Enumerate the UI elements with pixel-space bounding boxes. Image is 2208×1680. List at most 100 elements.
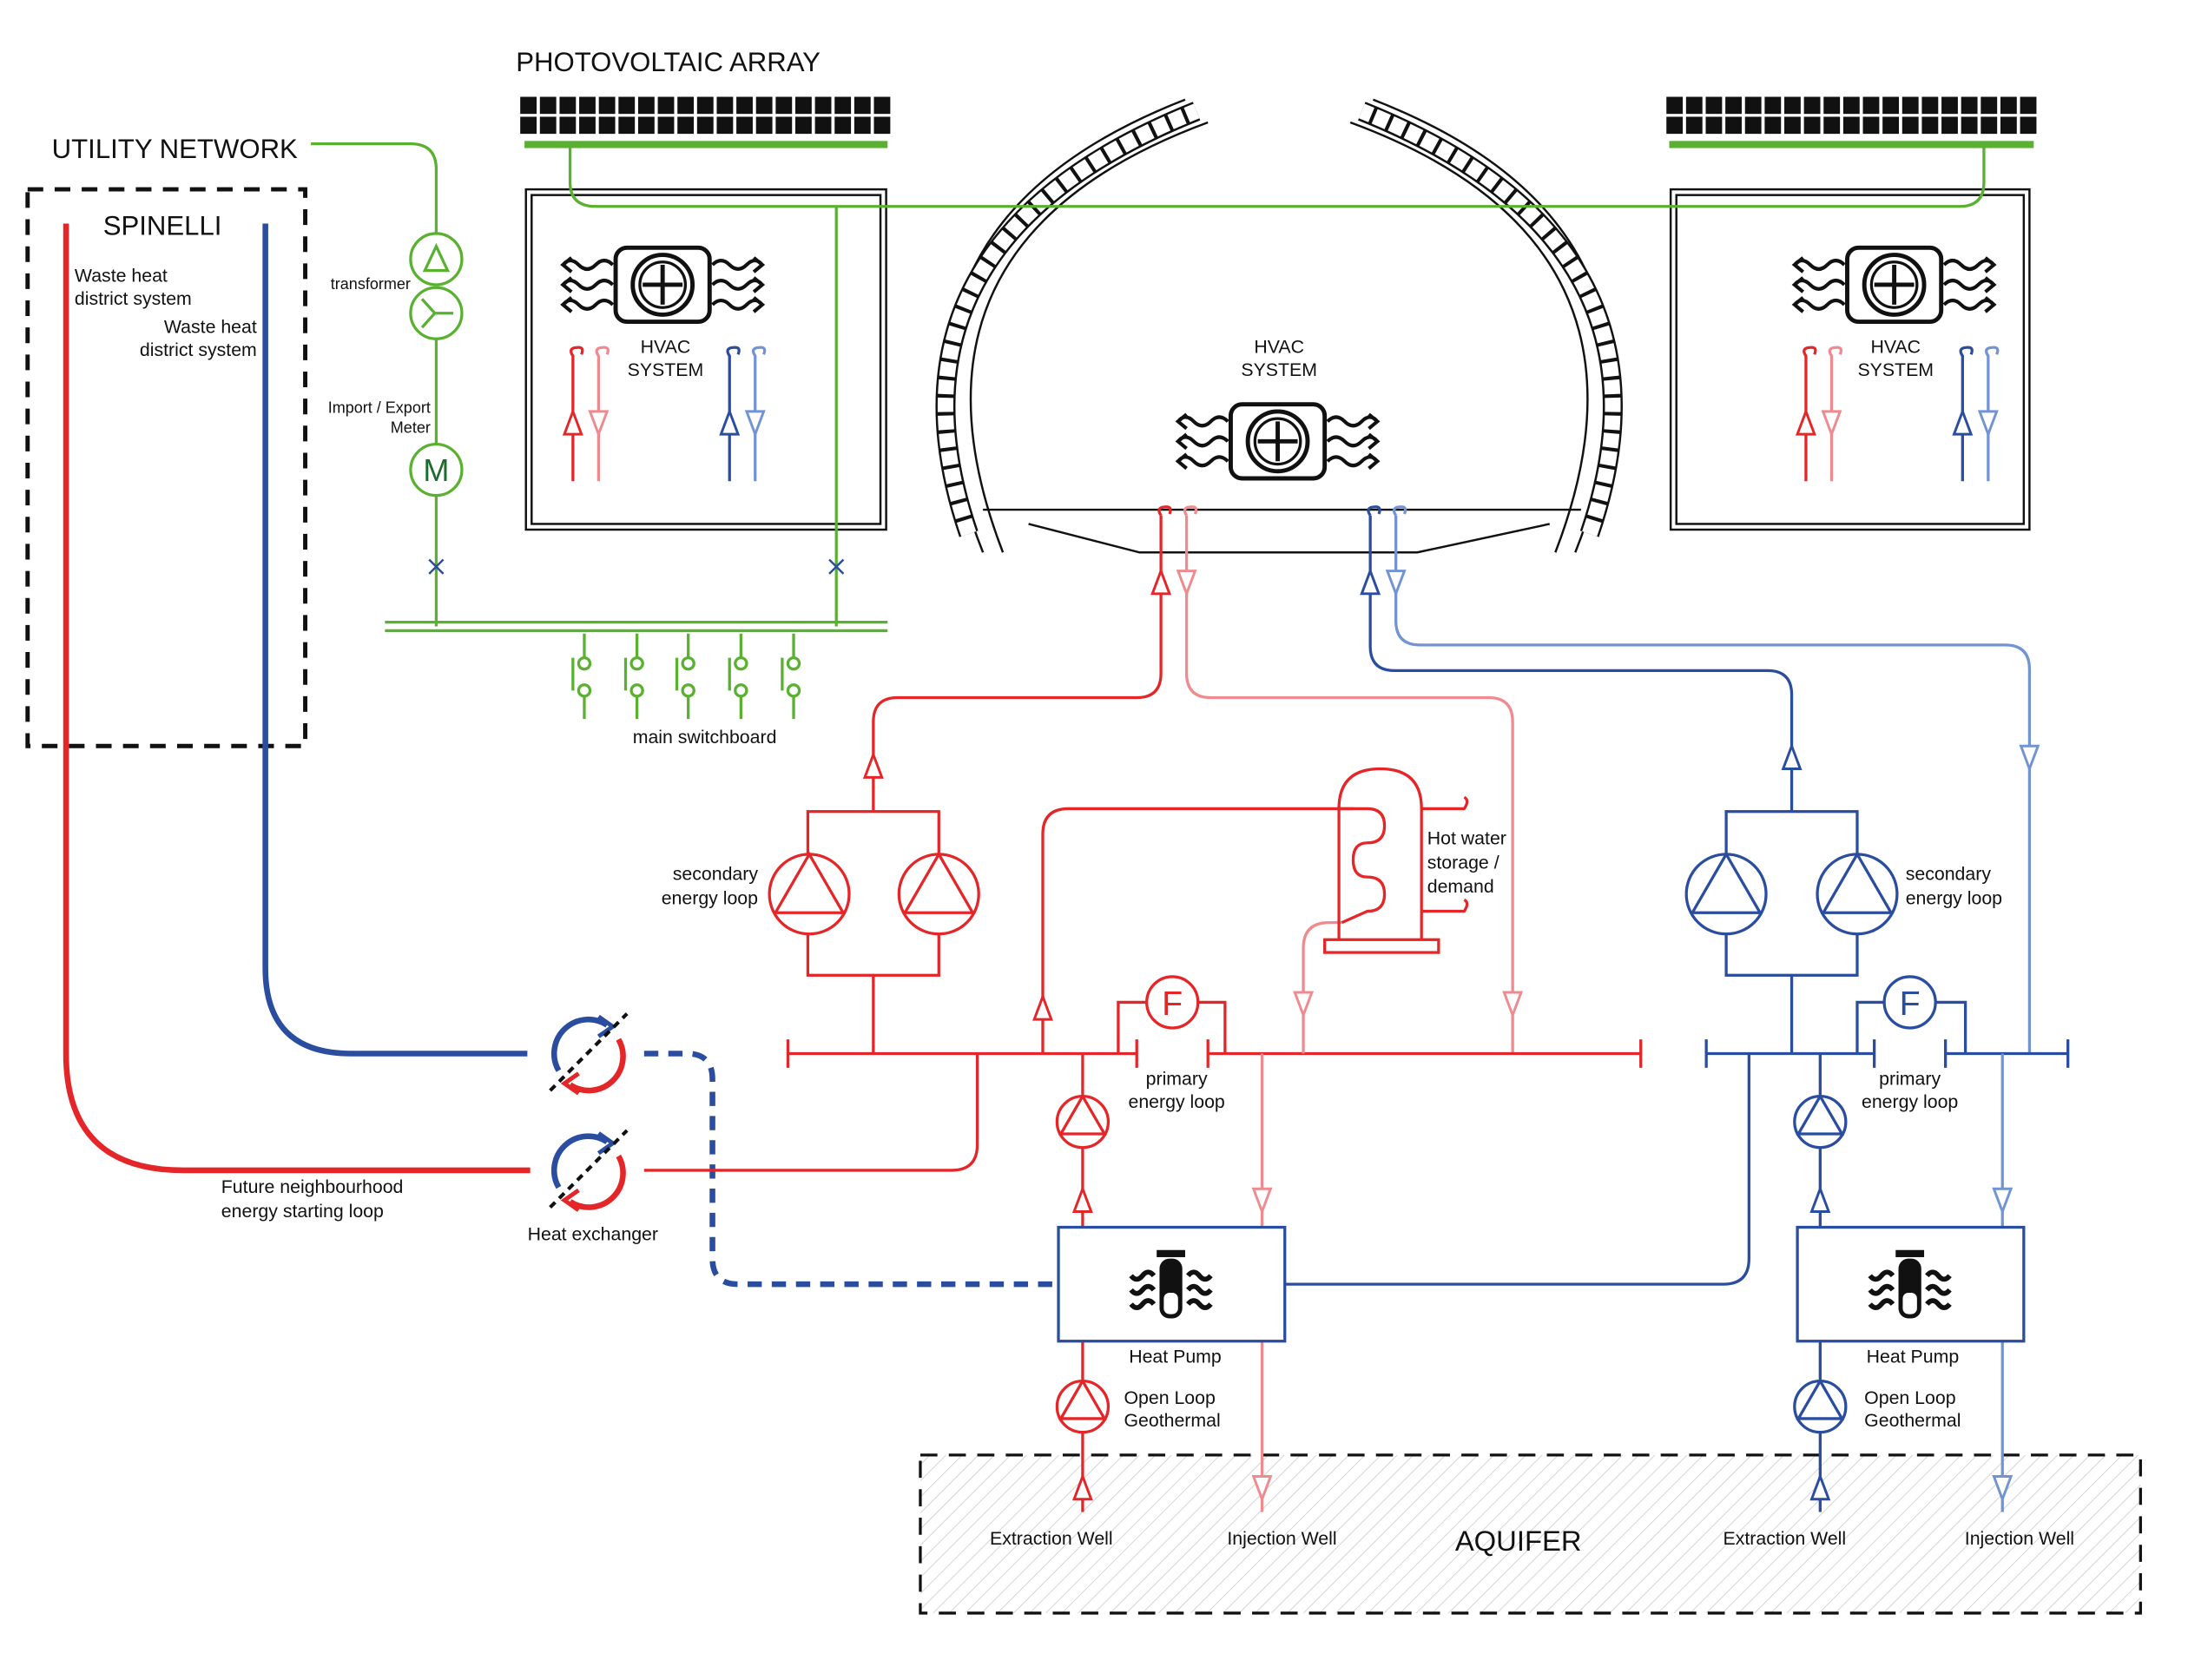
flow-arrow-down [1502,991,1524,1019]
solar-cell [696,96,714,115]
pipe-riser [726,346,741,482]
solar-cell [637,116,655,135]
hot-water-label: storage / [1427,852,1499,873]
solar-cell [1842,116,1860,135]
piping [643,515,2070,1512]
heat-pump-left [1057,1225,1287,1343]
injection-well-label: Injection Well [1965,1528,2074,1549]
solar-cell [1744,96,1762,115]
solar-cell [1842,96,1860,115]
hot-water-label: Hot water [1427,827,1506,848]
hvac-label: SYSTEM [1857,359,1934,380]
solar-cell [1941,116,1958,135]
solar-cell [1981,96,1998,115]
solar-cell [677,116,695,135]
solar-panel-icon [1666,96,2037,135]
hot-water-tank-icon [1323,767,1469,954]
pipe-riser [1183,505,1198,517]
electrical-network [311,142,1986,633]
solar-cell [1744,116,1762,135]
pipe-riser [595,346,610,482]
solar-cell [716,116,734,135]
heat-pump-label: Heat Pump [1867,1346,1960,1367]
heat-exchanger-icon [549,1012,629,1096]
solar-cell [736,96,753,115]
solar-cell [1882,96,1900,115]
solar-cell [1764,116,1782,135]
injection-well-label: Injection Well [1227,1528,1336,1549]
secondary-loop-label: secondary [673,863,759,884]
heat-exchanger-icon [549,1129,629,1212]
flow-arrow-down [1251,1475,1273,1503]
solar-cell [2020,116,2037,135]
tunnel-arch [935,98,1623,554]
flow-arrow-down [1977,410,1999,438]
hot-water-label: demand [1427,876,1494,897]
solar-cell [1725,96,1742,115]
main-switchboard [571,633,801,720]
solar-cell [854,116,871,135]
solar-cell [539,116,557,135]
solar-cell [2000,116,2017,135]
pipe-riser [1157,505,1172,517]
solar-cell [1803,116,1821,135]
solar-cell [1921,96,1939,115]
open-loop-label: Open Loop [1124,1387,1215,1408]
meter-icon: M [409,442,464,497]
solar-cell [814,116,832,135]
solar-cell [873,116,891,135]
solar-cell [520,116,537,135]
solar-cell [794,116,812,135]
primary-loop-label: energy loop [1128,1091,1224,1112]
solar-cell [579,96,596,115]
solar-cell [657,96,675,115]
future-loop-dashed-line [643,1051,1059,1288]
solar-cell [1666,96,1684,115]
primary-loop-label: energy loop [1862,1091,1958,1112]
flow-arrow-up [1952,407,1974,436]
switch-icon [623,633,644,720]
flow-arrow-down [1992,1187,2014,1216]
solar-cell [1862,116,1880,135]
solar-cell [1705,96,1723,115]
flow-arrow-down [1821,410,1842,438]
pipe-riser [1828,346,1843,482]
primary-loop-label: primary [1146,1069,1208,1090]
svg-text:F: F [1162,985,1183,1023]
flow-arrow-up [1360,567,1381,596]
solar-cell [1685,96,1703,115]
pump-icon [1055,1378,1111,1434]
spinelli-title: SPINELLI [103,211,222,241]
waste-heat-cold-line [262,223,528,1057]
pipe-riser [1959,346,1974,482]
solar-cell [1764,96,1782,115]
pv-bar-left [524,141,888,148]
solar-cell [1784,116,1801,135]
svg-text:F: F [1900,985,1921,1023]
meter-label: Import / Export [328,399,431,417]
solar-cell [834,96,852,115]
transformer-label: transformer [331,275,411,293]
hvac-label: HVAC [1254,337,1304,358]
pipe-riser [1367,505,1381,517]
flow-arrow-up [862,750,884,779]
solar-cell [539,96,557,115]
pump-icon [1684,851,1768,936]
solar-cell [696,116,714,135]
heat-exchanger-label: Heat exchanger [528,1223,658,1244]
waste-heat-label: district system [140,339,257,360]
solar-cell [736,116,753,135]
solar-cell [1803,96,1821,115]
heat-pump-right [1796,1225,2026,1343]
pv-bar-right [1669,141,2034,148]
secondary-loop-label: energy loop [662,887,758,908]
hvac-label: HVAC [641,337,691,358]
pipe-riser [570,346,584,482]
hvac-label: SYSTEM [628,359,704,380]
flow-arrow-down [744,410,766,438]
flow-arrow-down [1251,1187,1273,1216]
flow-arrow-up [1809,1185,1831,1213]
flow-arrow-up [719,407,741,436]
meter-label: Meter [391,419,431,437]
flow-arrow-down [1385,570,1407,598]
